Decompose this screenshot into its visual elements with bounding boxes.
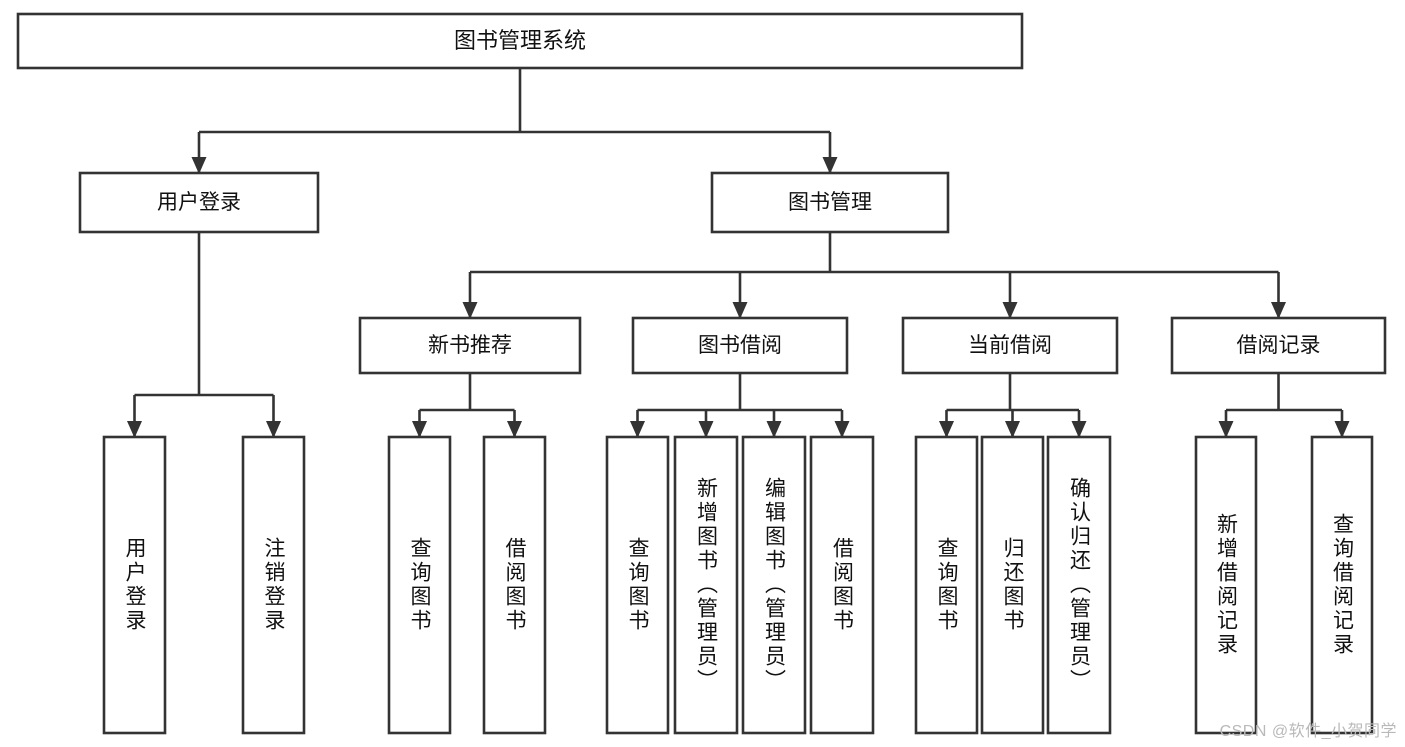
node-label: 新书推荐 [428, 334, 512, 357]
node-leaf-7[interactable] [809, 435, 875, 735]
node-label: 用户登录 [157, 191, 241, 214]
arrow-head-icon [191, 157, 207, 174]
arrow-head-icon [1334, 421, 1350, 438]
node-leaf-8[interactable] [914, 435, 979, 735]
arrow-head-icon [1271, 302, 1286, 319]
arrow-head-icon [462, 302, 478, 319]
node-leaf-2[interactable] [387, 435, 452, 735]
arrow-head-icon [822, 157, 838, 174]
arrow-head-icon [1071, 421, 1087, 438]
node-leaf-12[interactable] [1310, 435, 1374, 735]
arrow-head-icon [507, 421, 522, 438]
node-label: 图书借阅 [698, 334, 782, 357]
arrow-head-icon [1005, 421, 1020, 438]
node-leaf-9[interactable] [980, 435, 1045, 735]
arrow-head-icon [834, 421, 850, 438]
watermark-text: CSDN @软件_小贺同学 [1219, 723, 1397, 740]
node-label: 图书管理 [788, 191, 872, 214]
node-leaf-6[interactable] [741, 435, 807, 735]
node-leaf-3[interactable] [482, 435, 547, 735]
arrow-head-icon [698, 421, 714, 438]
arrow-head-icon [1002, 302, 1018, 319]
node-level2-1[interactable]: 图书管理 [710, 171, 950, 234]
node-label: 当前借阅 [968, 334, 1052, 357]
arrow-head-icon [1218, 421, 1234, 438]
node-level3-1[interactable]: 图书借阅 [631, 316, 849, 375]
arrow-head-icon [266, 421, 281, 438]
connector-layer [127, 68, 1350, 438]
node-leaf-4[interactable] [605, 435, 670, 735]
arrow-head-icon [630, 421, 645, 438]
node-leaf-1[interactable] [241, 435, 306, 735]
arrow-head-icon [127, 421, 142, 438]
arrow-head-icon [412, 421, 427, 438]
arrow-head-icon [939, 421, 954, 438]
node-level3-0[interactable]: 新书推荐 [358, 316, 582, 375]
arrow-head-icon [732, 302, 748, 319]
arrow-head-icon [766, 421, 782, 438]
node-level3-2[interactable]: 当前借阅 [901, 316, 1119, 375]
node-level3-3[interactable]: 借阅记录 [1170, 316, 1387, 375]
node-leaf-5[interactable] [673, 435, 739, 735]
node-label: 借阅记录 [1237, 334, 1321, 357]
node-label: 图书管理系统 [454, 28, 586, 53]
node-leaf-0[interactable] [102, 435, 167, 735]
node-leaf-10[interactable] [1046, 435, 1112, 735]
node-leaf-11[interactable] [1194, 435, 1258, 735]
node-root-system[interactable]: 图书管理系统 [16, 12, 1024, 70]
node-level2-0[interactable]: 用户登录 [78, 171, 320, 234]
